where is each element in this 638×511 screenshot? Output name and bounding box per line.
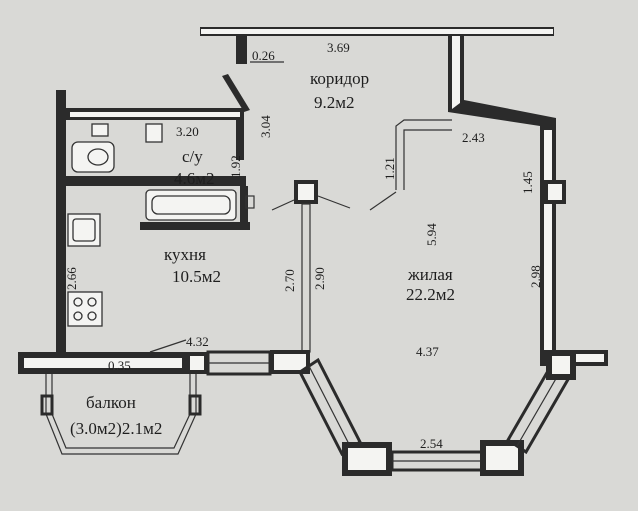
bathroom-name: с/у [182, 147, 203, 166]
dim-2-70: 2.70 [282, 269, 297, 292]
corridor-name: коридор [310, 69, 369, 88]
kitchen-name: кухня [164, 245, 206, 264]
kitchen-living-partition [301, 203, 311, 353]
bathroom-area: 4.6м2 [174, 169, 215, 188]
dim-0-35: 0.35 [108, 358, 131, 373]
dim-2-98: 2.98 [528, 265, 543, 288]
living-area: 22.2м2 [406, 285, 455, 304]
sink-icon [145, 123, 163, 143]
dim-3-69: 3.69 [327, 40, 350, 55]
left-outer-wall [56, 90, 66, 358]
dim-1-21: 1.21 [382, 157, 397, 180]
dim-4-37: 4.37 [416, 344, 439, 359]
stove-icon [67, 291, 103, 327]
dim-3-20: 3.20 [176, 124, 199, 139]
dim-2-54: 2.54 [420, 436, 443, 451]
bathroom-partition [66, 176, 246, 186]
dim-2-90: 2.90 [312, 267, 327, 290]
dim-2-66: 2.66 [64, 267, 79, 290]
living-name: жилая [407, 265, 453, 284]
dim-5-94: 5.94 [424, 223, 439, 246]
dim-2-43: 2.43 [462, 130, 485, 145]
top-column [236, 36, 247, 64]
balcony-name: балкон [86, 393, 136, 412]
corridor-area: 9.2м2 [314, 93, 355, 112]
kitchen-area: 10.5м2 [172, 267, 221, 286]
balcony-area: (3.0м2)2.1м2 [70, 419, 162, 438]
bathroom-bottom-wall [140, 222, 250, 230]
dim-4-32: 4.32 [186, 334, 209, 349]
dim-3-04: 3.04 [258, 115, 273, 138]
dim-0-26: 0.26 [252, 48, 275, 63]
dim-1-92: 1.92 [228, 155, 243, 178]
dim-1-45: 1.45 [520, 171, 535, 194]
living-upper-right-wall [448, 100, 556, 134]
